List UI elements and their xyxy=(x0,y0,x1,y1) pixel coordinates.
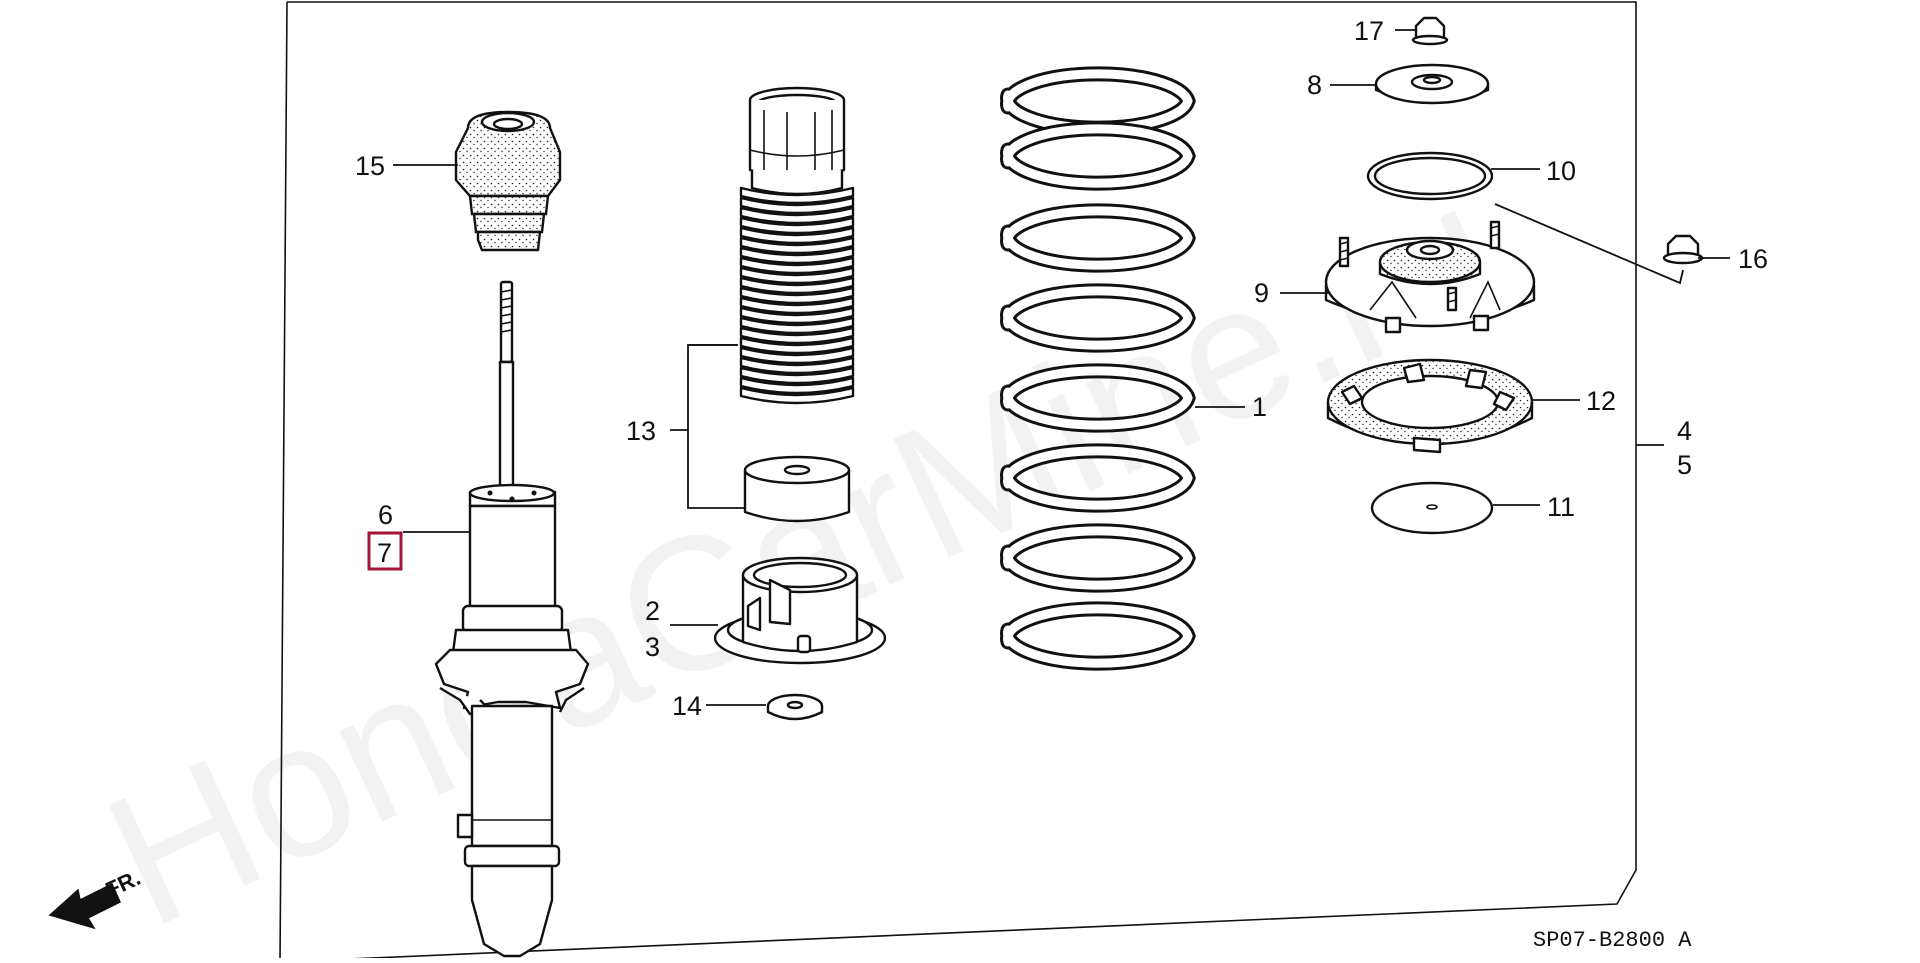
boot-pleat xyxy=(739,386,855,405)
spring-coil-turn xyxy=(1003,124,1193,188)
callout-10: 10 xyxy=(1546,156,1576,186)
callout-7-highlight-box xyxy=(367,531,403,571)
callout-9: 9 xyxy=(1254,278,1269,308)
boot-pleat xyxy=(739,186,855,205)
coil-spring-drawing xyxy=(1000,66,1196,671)
boot-pleat xyxy=(739,226,855,245)
boot-pleat xyxy=(739,296,855,315)
callout-15: 15 xyxy=(355,151,385,181)
thin-washer-drawing xyxy=(1370,481,1494,535)
spring-coil-turn xyxy=(1003,604,1193,668)
callout-4: 4 xyxy=(1677,416,1692,446)
boot-pleat xyxy=(739,326,855,345)
drawing-code: SP07-B2800 A xyxy=(1533,928,1692,953)
front-direction-arrow: FR. xyxy=(48,865,144,930)
spring-coil-turn xyxy=(1003,286,1193,350)
callout-2: 2 xyxy=(645,596,660,626)
boot-pleat xyxy=(739,276,855,295)
boot-pleat xyxy=(739,246,855,265)
leader-lines xyxy=(393,29,1730,706)
spring-coil-turn xyxy=(1003,206,1193,270)
callout-14: 14 xyxy=(672,691,702,721)
boot-pleat xyxy=(739,336,855,355)
callout-1: 1 xyxy=(1252,392,1267,422)
spring-upper-seat-drawing xyxy=(1326,358,1534,454)
callout-6: 6 xyxy=(378,500,393,530)
callout-17: 17 xyxy=(1354,16,1384,46)
callout-11: 11 xyxy=(1547,492,1575,522)
boot-pleat xyxy=(739,196,855,215)
shock-absorber-drawing xyxy=(434,280,590,958)
boot-pleat xyxy=(739,266,855,285)
o-ring-drawing xyxy=(1366,151,1494,201)
spring-coil-turn xyxy=(1003,526,1193,590)
callout-12: 12 xyxy=(1586,386,1616,416)
top-washer-drawing xyxy=(1374,63,1490,105)
callout-labels: 1 2 3 4 5 6 7 8 9 10 11 12 13 14 15 16 1… xyxy=(355,16,1768,721)
callout-3: 3 xyxy=(645,632,660,662)
boot-pleat xyxy=(739,306,855,325)
boot-pleat xyxy=(739,316,855,335)
spring-coil-turn xyxy=(1003,366,1193,430)
mount-base-drawing xyxy=(1324,220,1536,334)
spring-lower-seat-drawing xyxy=(713,556,887,665)
callout-7: 7 xyxy=(377,538,392,568)
spring-coil-turn xyxy=(1003,446,1193,510)
spring-coil-turn xyxy=(1003,69,1193,133)
self-locking-nut-drawing xyxy=(1411,16,1449,46)
bump-rubber-drawing xyxy=(454,110,562,252)
boot-pleat xyxy=(739,206,855,225)
diagram-frame xyxy=(279,1,1637,963)
callout-8: 8 xyxy=(1307,70,1322,100)
flange-nut-drawing xyxy=(1662,234,1704,265)
boot-pleat xyxy=(739,346,855,365)
boot-pleat xyxy=(739,256,855,275)
washer-14-drawing xyxy=(766,693,824,721)
stopper-drawing xyxy=(743,455,851,523)
callout-5: 5 xyxy=(1677,450,1692,480)
boot-pleat xyxy=(739,286,855,305)
boot-pleat xyxy=(739,366,855,385)
callout-16: 16 xyxy=(1738,244,1768,274)
boot-pleat xyxy=(739,216,855,235)
boot-pleat xyxy=(739,376,855,395)
boot-pleat xyxy=(739,236,855,255)
dust-boot-drawing xyxy=(739,86,855,405)
callout-13: 13 xyxy=(626,416,656,446)
boot-pleat xyxy=(739,356,855,375)
